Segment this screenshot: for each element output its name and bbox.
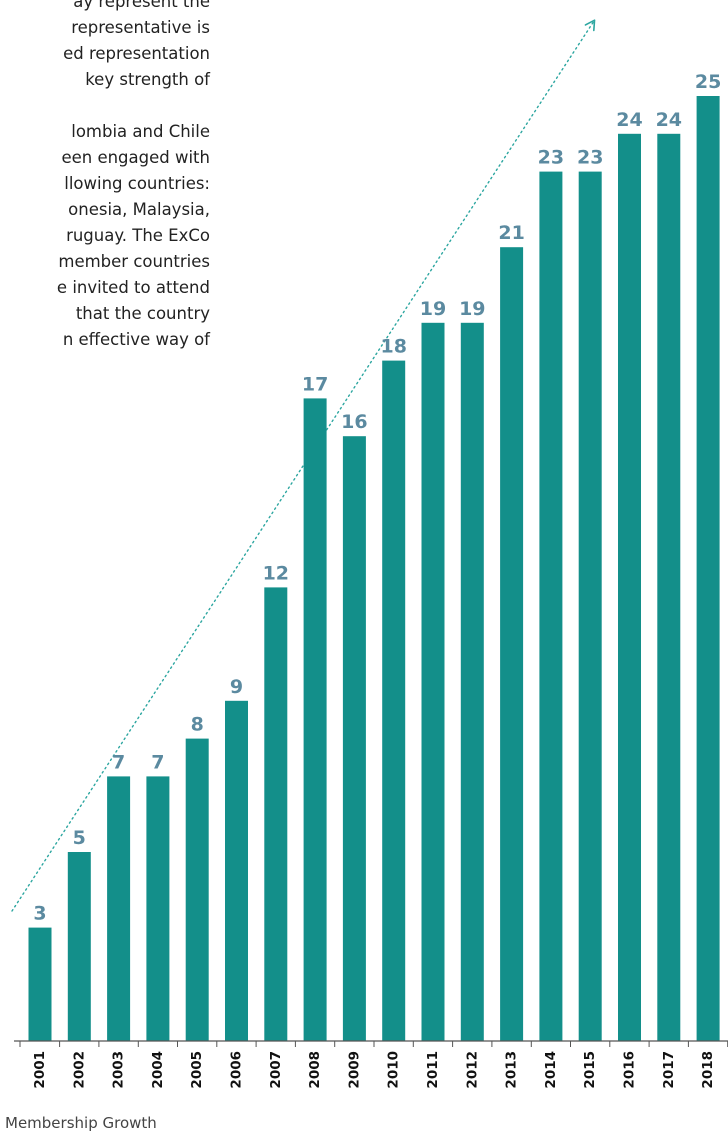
x-tick-label-2006: 2006 [229, 1051, 245, 1089]
bar-value-label-2004: 7 [151, 751, 164, 773]
bar-value-label-2008: 17 [302, 373, 328, 395]
body-text-line: ruguay. The ExCo [66, 226, 210, 245]
body-text-line: ed representation [63, 44, 210, 63]
bar-2008 [303, 398, 327, 1041]
body-text-line: that the country [75, 304, 210, 323]
bar-2018 [696, 96, 720, 1041]
bar-value-label-2009: 16 [341, 411, 367, 433]
body-text: ay represent the representative is ed re… [0, 0, 210, 353]
bar-value-label-2002: 5 [73, 827, 86, 849]
x-tick-label-2011: 2011 [425, 1051, 441, 1089]
bar-value-label-2012: 19 [459, 298, 485, 320]
bar-2016 [618, 133, 641, 1042]
bar-value-label-2013: 21 [498, 222, 524, 244]
bar-2004 [146, 776, 170, 1041]
body-text-line: onesia, Malaysia, [68, 200, 210, 219]
bar-2003 [107, 776, 131, 1041]
x-tick-label-2007: 2007 [268, 1051, 284, 1089]
body-text-line: lombia and Chile [71, 122, 210, 141]
bar-value-label-2016: 24 [616, 109, 642, 131]
x-tick-label-2013: 2013 [504, 1051, 520, 1089]
bar-2001 [28, 927, 52, 1041]
bar-2011 [421, 322, 445, 1041]
x-tick-label-2014: 2014 [543, 1051, 559, 1089]
x-tick-label-2009: 2009 [346, 1051, 362, 1089]
bar-value-label-2017: 24 [656, 109, 682, 131]
body-text-line: n effective way of [62, 330, 210, 349]
bar-2009 [342, 436, 366, 1041]
body-text-line: e invited to attend [56, 278, 210, 297]
bar-value-label-2006: 9 [230, 676, 243, 698]
bar-2005 [185, 738, 209, 1041]
bar-value-label-2011: 19 [420, 298, 446, 320]
x-tick-label-2015: 2015 [582, 1051, 598, 1089]
x-tick-label-2016: 2016 [622, 1051, 638, 1089]
x-tick-label-2001: 2001 [32, 1051, 48, 1089]
body-text-line: een engaged with [61, 148, 210, 167]
bar-2012 [460, 322, 484, 1041]
bar-value-label-2007: 12 [263, 562, 289, 584]
x-tick-label-2004: 2004 [150, 1051, 166, 1089]
bar-value-label-2001: 3 [33, 903, 46, 925]
x-tick-label-2005: 2005 [189, 1051, 205, 1089]
bar-2006 [225, 700, 248, 1041]
bar-2002 [67, 852, 91, 1041]
bar-2017 [657, 133, 681, 1042]
bar-value-label-2015: 23 [577, 147, 603, 169]
bar-2007 [264, 587, 288, 1041]
bar-2014 [539, 171, 563, 1042]
bar-value-label-2018: 25 [695, 71, 721, 93]
x-tick-label-2003: 2003 [111, 1051, 127, 1089]
trend-arrow [11, 19, 596, 912]
x-tick-label-2017: 2017 [661, 1051, 677, 1089]
x-tick-label-2008: 2008 [307, 1051, 323, 1089]
bar-value-label-2003: 7 [112, 751, 125, 773]
x-tick-label-2010: 2010 [386, 1051, 402, 1089]
bar-2010 [382, 360, 406, 1042]
bar-2015 [578, 171, 602, 1042]
bar-value-label-2014: 23 [538, 147, 564, 169]
chart-caption: Membership Growth [5, 1114, 157, 1132]
body-text-line: representative is [71, 18, 210, 37]
body-text-line: ay represent the [73, 0, 210, 11]
bar-2013 [500, 247, 524, 1041]
x-tick-label-2002: 2002 [71, 1051, 87, 1089]
bar-value-label-2005: 8 [191, 714, 204, 736]
body-text-line: llowing countries: [64, 174, 210, 193]
x-tick-label-2018: 2018 [700, 1051, 716, 1089]
x-tick-label-2012: 2012 [464, 1051, 480, 1089]
body-text-line: key strength of [85, 70, 210, 89]
bar-value-label-2010: 18 [380, 336, 406, 358]
body-text-line: member countries [58, 252, 210, 271]
